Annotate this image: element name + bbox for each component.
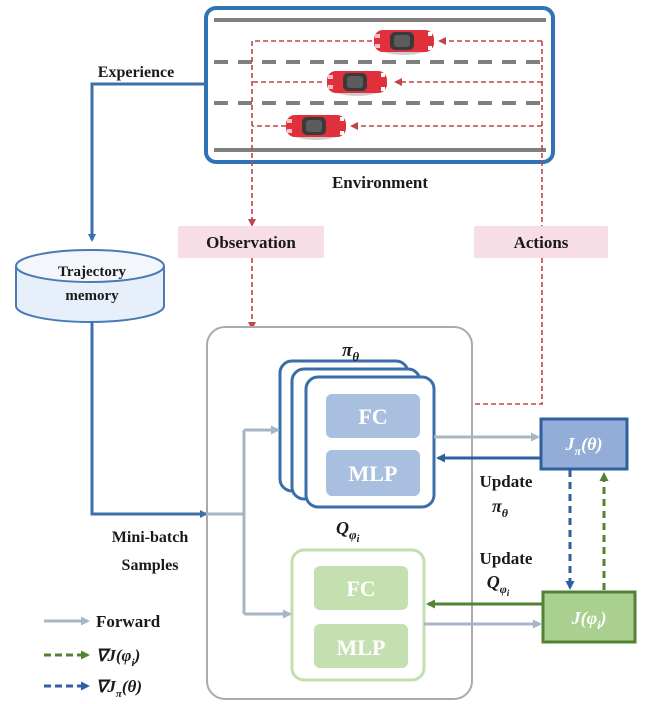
mini-batch-arrow [90,322,208,518]
actor-fc-label: FC [358,404,387,429]
j-phi-box [541,590,637,644]
trajectory-memory-label-line1: Trajectory [58,264,127,280]
car-icon [286,115,346,140]
car-icon [374,30,434,55]
critic-title: Qφi [336,518,360,545]
update-pi-label-line1: Update [480,472,533,491]
actor-network [278,359,436,509]
actor-mlp-label: MLP [349,461,398,486]
update-q-label-line1: Update [480,549,533,568]
mini-batch-label-line1: Mini-batch [112,529,189,546]
trajectory-memory-cylinder [15,249,165,323]
critic-mlp-label: MLP [337,635,386,660]
actions-tag [474,226,608,258]
critic-fc-block [314,566,408,610]
forward-branch [207,425,292,619]
j-pi-label: Jπ(θ) [565,434,603,458]
update-q-label-line2: Qφi [487,572,510,598]
critic-mlp-block [314,624,408,668]
car-icon [327,71,387,96]
actions-label: Actions [514,233,569,252]
legend-forward-label: Forward [96,612,161,631]
actor-mlp-block [326,450,420,496]
observation-tag [178,226,324,258]
experience-arrow [88,82,206,242]
critic-network [290,548,426,682]
critic-fc-label: FC [346,576,375,601]
environment-label: Environment [332,173,428,192]
legend-grad-jphi-label: ∇J(φi) [96,646,140,669]
environment-box [204,6,555,227]
update-pi-label-line2: πθ [492,496,509,520]
mini-batch-label-line2: Samples [122,557,179,574]
experience-label: Experience [98,64,174,81]
observation-line-lane1 [248,40,372,227]
trajectory-memory-label-line2: memory [65,288,119,304]
j-pi-box [539,417,629,471]
observation-label: Observation [206,233,296,252]
legend-grad-jpi-label: ∇Jπ(θ) [96,677,142,700]
j-phi-label: J(φi) [571,608,607,632]
actor-fc-block [326,394,420,438]
actor-title: πθ [342,340,359,364]
legend [44,616,90,691]
